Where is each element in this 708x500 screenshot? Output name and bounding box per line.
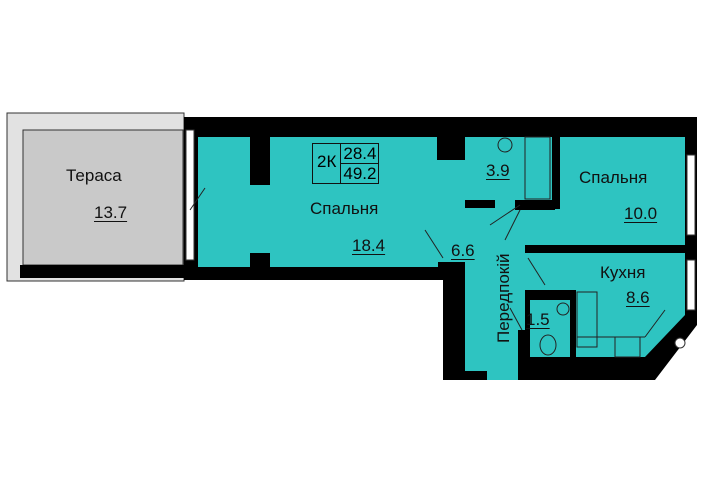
- passage-floor: [436, 160, 466, 262]
- inner-walls: [250, 117, 685, 380]
- door-swing: [424, 229, 444, 259]
- bedroom-small-floor: [557, 137, 685, 245]
- apartment-summary-badge: 2К 28.4 49.2: [312, 143, 380, 184]
- door-swing: [527, 257, 546, 286]
- bedroom-main-area: 18.4: [352, 236, 386, 255]
- wall: [525, 245, 685, 253]
- bathroom-floor: [465, 137, 552, 205]
- window: [185, 129, 195, 261]
- window: [686, 154, 696, 236]
- terrace-floor: [22, 129, 184, 266]
- rooms-fill: [198, 137, 685, 380]
- window: [686, 259, 696, 311]
- toilet-icon: [539, 334, 557, 356]
- hallway-area: 6.6: [451, 241, 475, 260]
- bedroom-main-name: Спальня: [310, 199, 379, 218]
- terrace-name: Тераса: [66, 166, 122, 185]
- door-swing: [509, 307, 523, 331]
- wall: [570, 290, 576, 360]
- counter: [644, 309, 666, 338]
- wc-sink-icon: [556, 302, 570, 316]
- living-area: 28.4: [341, 144, 379, 164]
- bedroom-small-area: 10.0: [624, 204, 658, 223]
- fixtures: [189, 136, 666, 358]
- sink-icon: [497, 137, 513, 153]
- wall: [525, 290, 575, 298]
- bedroom-small-name: Спальня: [579, 168, 648, 187]
- windows: [185, 129, 696, 349]
- entrance-floor: [487, 360, 518, 380]
- pillar: [250, 117, 270, 185]
- kitchen-area: 8.6: [626, 288, 650, 307]
- door-swing: [489, 204, 521, 226]
- hallway-floor: [465, 205, 525, 371]
- wall: [515, 200, 555, 210]
- wall: [552, 117, 560, 209]
- kitchen-floor: [525, 252, 685, 357]
- kitchen-name: Кухня: [600, 263, 646, 282]
- wc-floor: [530, 300, 570, 357]
- terrace-wall: [20, 265, 184, 278]
- door-swing: [504, 209, 521, 241]
- bathroom-area: 3.9: [486, 161, 510, 180]
- wall: [437, 117, 465, 160]
- pillar: [250, 253, 270, 267]
- wall: [518, 330, 528, 380]
- apartment-type: 2К: [313, 144, 342, 183]
- total-area: 49.2: [343, 164, 377, 183]
- bathtub-icon: [524, 136, 551, 200]
- vent: [674, 337, 686, 349]
- door-swing: [189, 187, 206, 211]
- wc-area: 1.5: [526, 310, 550, 329]
- hallway-name: Передпокій: [494, 253, 513, 344]
- bedroom-small-entry: [520, 205, 560, 245]
- kitchen-sink-icon: [576, 291, 598, 348]
- bedroom-main-floor: [198, 137, 438, 267]
- terrace-area: 13.7: [94, 203, 128, 222]
- wall: [465, 200, 495, 208]
